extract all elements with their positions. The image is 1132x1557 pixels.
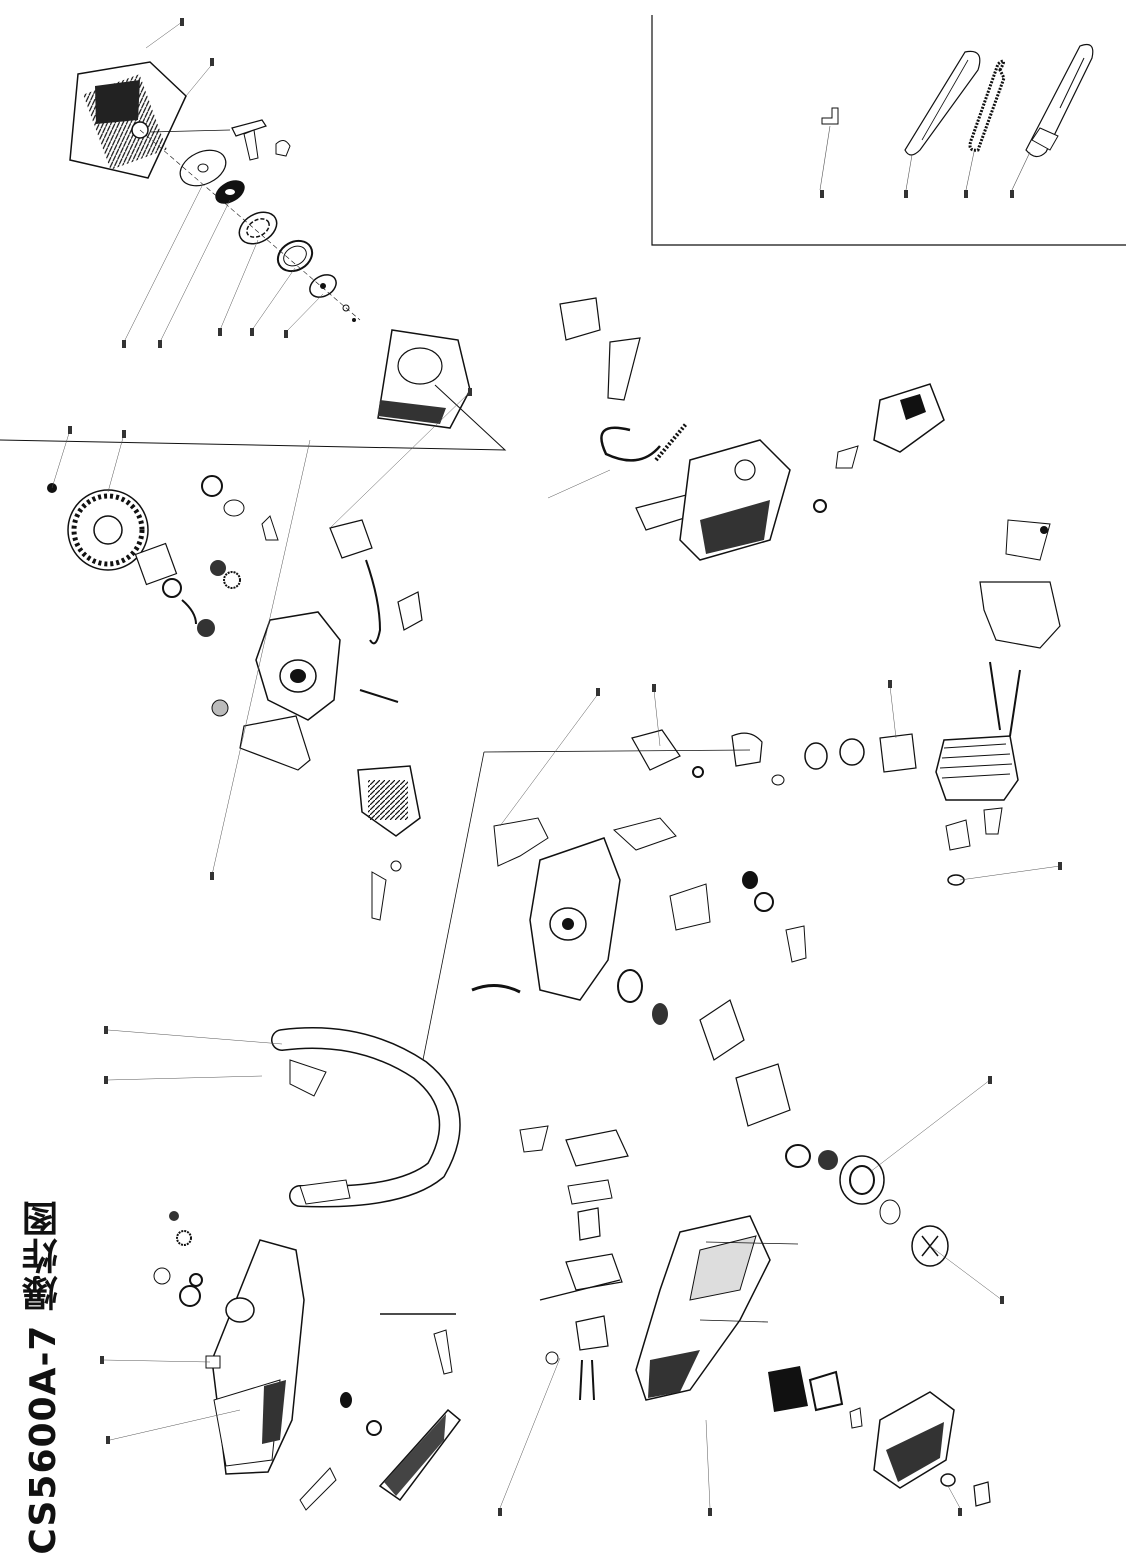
air-filter-cover-part (873, 1391, 991, 1507)
crankcase-part (211, 611, 341, 771)
starter-housing-part (377, 329, 471, 429)
cylinder-part (935, 735, 1019, 886)
crankshaft-part (197, 475, 279, 637)
top-cover-part (635, 1215, 799, 1401)
guide-bar-part (904, 50, 981, 191)
air-filter-part (768, 1366, 863, 1429)
saw-chain-part (965, 59, 1006, 191)
starter-plate-part (309, 274, 356, 322)
cylinder-cover-part (979, 519, 1061, 737)
engine-housing-part (471, 817, 711, 1001)
starter-washer-part (179, 149, 227, 187)
fuel-tank-part (205, 1239, 305, 1475)
recoil-spring-part (215, 180, 245, 204)
trigger-part (153, 1211, 462, 1511)
diagram-title: CS5600A-7 爆炸图 (23, 1200, 64, 1555)
ignition-coil-part (134, 542, 197, 625)
starter-pulley-part (238, 211, 278, 245)
leader-lines (51, 21, 1061, 1509)
starter-ring-part (276, 239, 314, 273)
front-handle-bar-part (271, 1027, 461, 1208)
oil-pump-part (329, 519, 423, 703)
title-block: CS5600A-7 爆炸图 (18, 1200, 82, 1555)
starter-handle-part (149, 119, 291, 161)
carburetor-part (519, 1125, 629, 1401)
accessories-frame (651, 15, 1126, 246)
reference-markers (68, 18, 1062, 1516)
clutch-part (617, 871, 949, 1267)
flywheel-part (47, 483, 149, 571)
hex-wrench-part (819, 107, 839, 191)
rear-handle-part (679, 383, 945, 561)
gasket-rings-part (804, 733, 917, 773)
starter-cover-part (69, 61, 187, 179)
piston-part (631, 729, 785, 786)
chain-brake-cover-part (357, 765, 421, 921)
bar-cover-part (1011, 43, 1094, 191)
